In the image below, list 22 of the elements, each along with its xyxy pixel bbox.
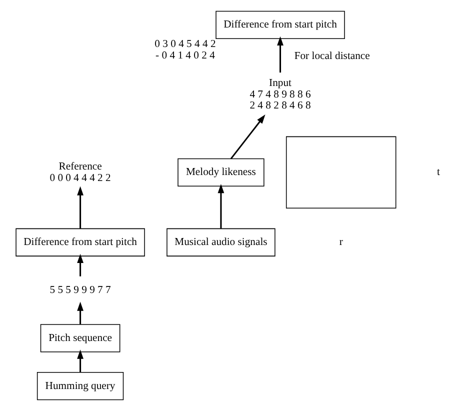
label: t — [436, 167, 440, 178]
node-box — [285, 136, 396, 209]
node-text: 5 5 5 9 9 9 7 7 — [49, 285, 110, 296]
node-box: Difference from start pitch — [215, 10, 344, 39]
arrow — [76, 186, 83, 228]
node-label: - 0 4 1 4 0 2 4 — [155, 50, 214, 62]
node-box: Pitch sequence — [40, 324, 120, 352]
node-box: Melody likeness — [177, 158, 264, 186]
arrow — [276, 36, 283, 73]
arrow — [76, 254, 83, 276]
node-box: Difference from start pitch — [15, 228, 144, 256]
label: r — [338, 237, 342, 248]
edge-label: For local distance — [294, 50, 370, 62]
arrow — [217, 184, 224, 228]
arrow — [76, 302, 83, 324]
arrow — [230, 114, 265, 160]
node-text: Reference 0 0 0 4 4 4 2 2 — [49, 162, 110, 184]
node-box: Humming query — [36, 372, 124, 400]
arrow — [76, 350, 83, 372]
node-text: Input 4 7 4 8 9 8 8 6 2 4 8 2 8 4 6 8 — [249, 78, 310, 112]
node-label: 0 3 0 4 5 4 4 2 — [154, 39, 216, 50]
node-box: Musical audio signals — [166, 228, 275, 256]
